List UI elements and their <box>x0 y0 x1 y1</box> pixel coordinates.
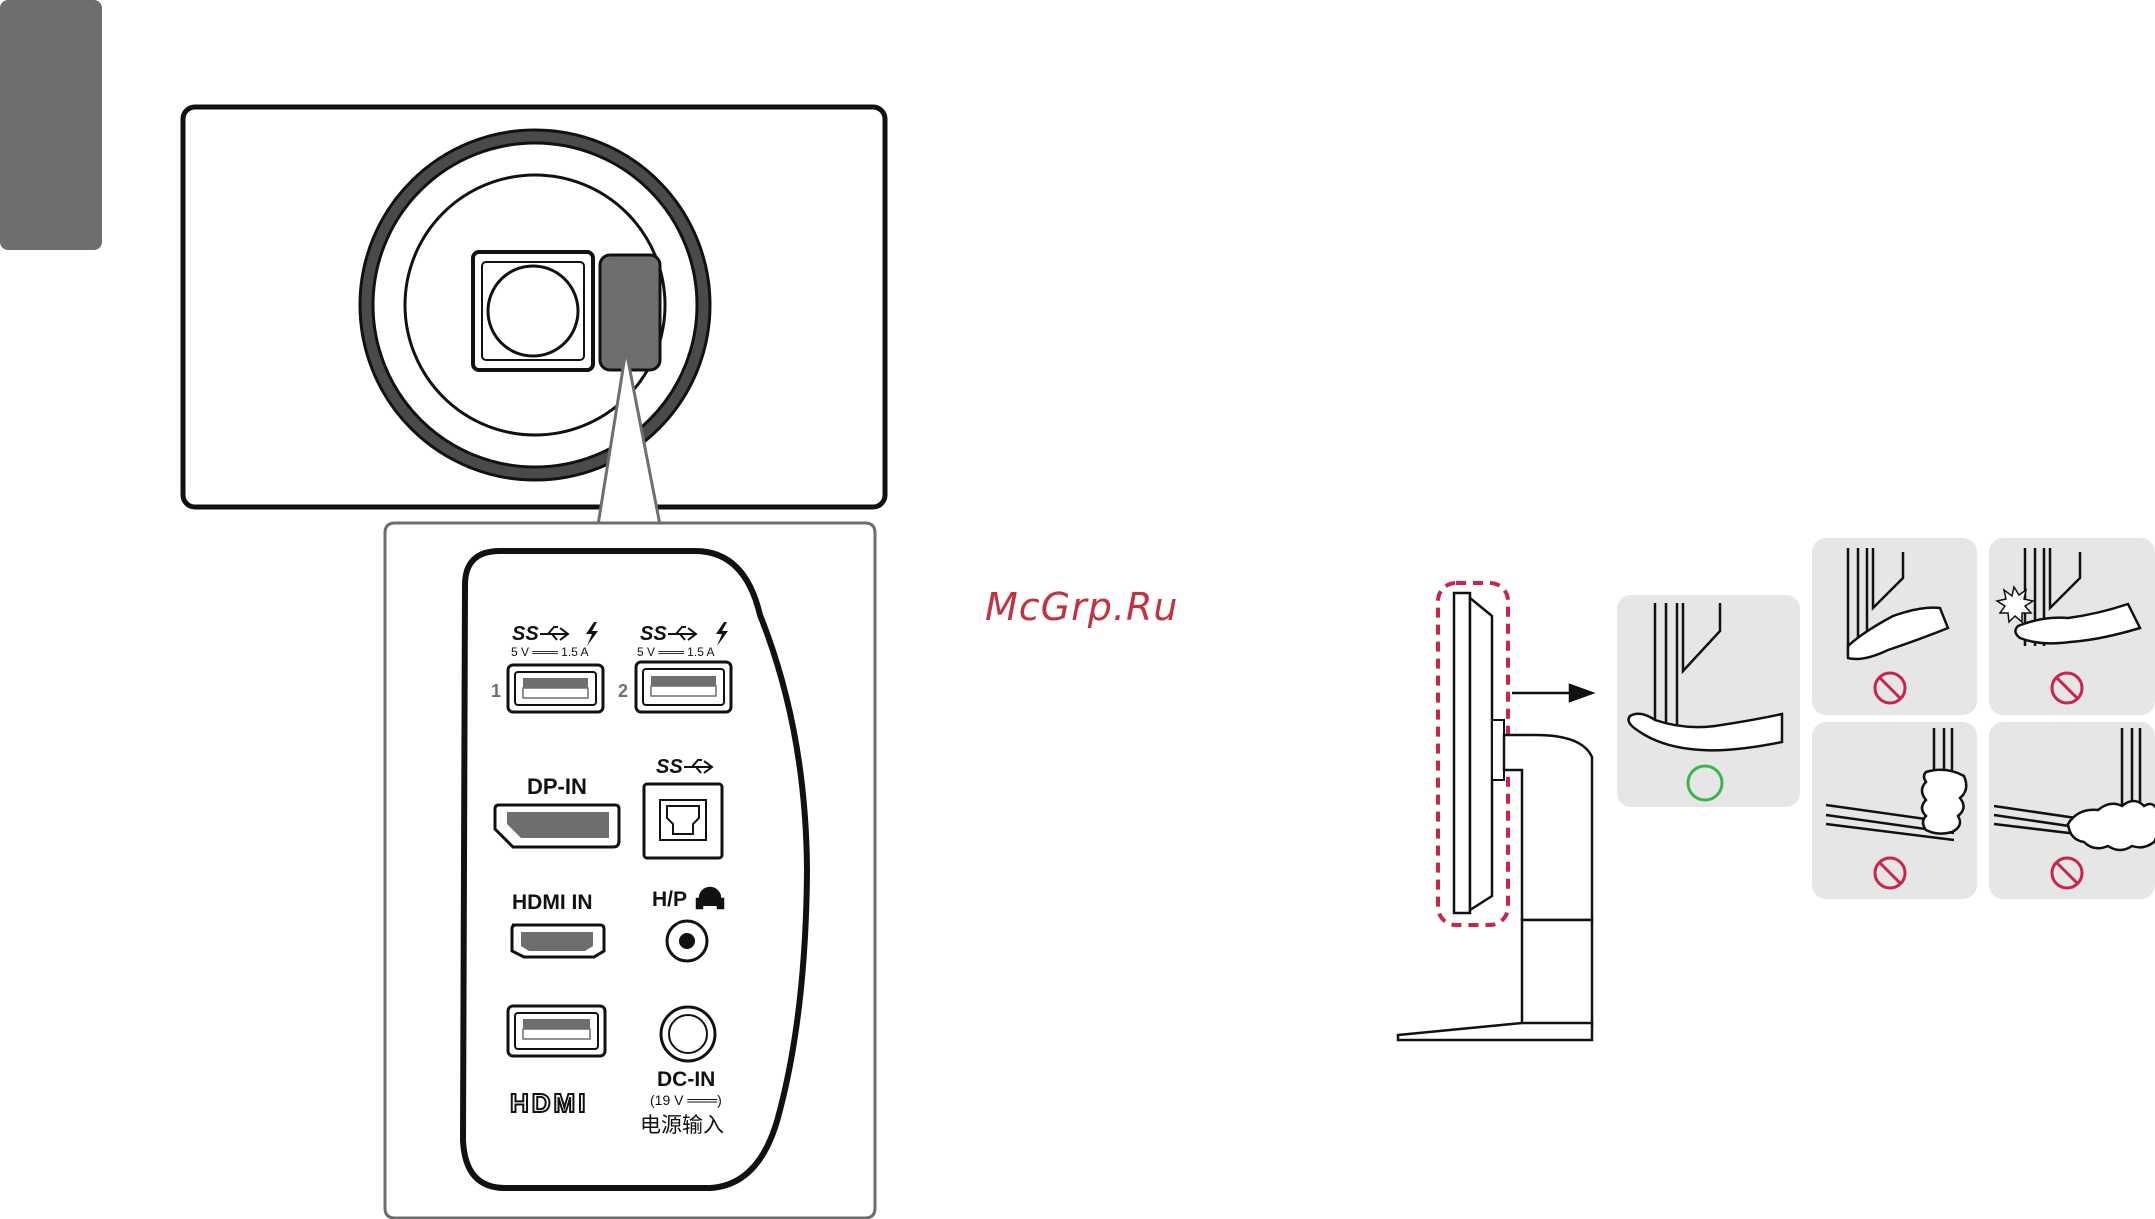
dc-in-chinese-label: 电源输入 <box>640 1114 724 1137</box>
hdmi-in: HDMI IN <box>512 891 604 957</box>
usb2-power-rating: 5 V ═══ 1.5 A <box>637 645 715 659</box>
monitor-back-closeup <box>183 107 885 507</box>
usb1-power-rating: 5 V ═══ 1.5 A <box>511 645 589 659</box>
dp-in-label: DP-IN <box>527 774 587 799</box>
hdmi-logo: HDMI <box>510 1088 588 1118</box>
correct-handling-tile <box>1617 595 1800 807</box>
hp-label: H/P <box>652 888 687 911</box>
wrong-handling-tile-1 <box>1812 538 1977 715</box>
dc-in-rating: (19 V ═══) <box>650 1092 722 1108</box>
wrong-handling-tile-3 <box>1812 722 1977 899</box>
joystick-button <box>488 266 578 356</box>
port-cover <box>600 255 660 370</box>
wrong-handling-tile-2 <box>1989 538 2155 715</box>
watermark: McGrp.Ru <box>985 585 1178 629</box>
wrong-handling-tile-4 <box>1989 722 2155 899</box>
hdmi-in-label: HDMI IN <box>512 891 593 914</box>
dc-in-label: DC-IN <box>657 1068 715 1091</box>
usb-superspeed-icon: SS <box>512 623 539 645</box>
port-panel <box>385 523 875 1218</box>
usb2-number: 2 <box>618 681 628 701</box>
usb1-number: 1 <box>491 681 501 701</box>
arrow-right-icon <box>1512 685 1592 701</box>
monitor-side-view <box>1398 583 1592 1040</box>
side-tab <box>0 0 102 250</box>
usb-superspeed-icon: SS <box>656 756 683 778</box>
usb-superspeed-icon: SS <box>640 623 667 645</box>
